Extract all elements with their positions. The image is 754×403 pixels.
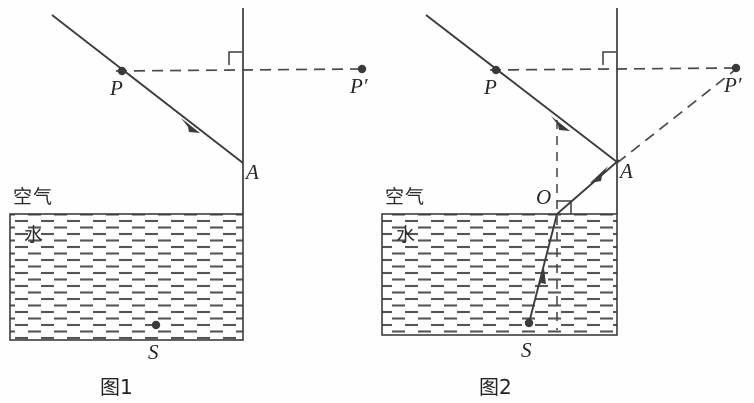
fig2-label-air: 空气 — [385, 186, 426, 208]
fig2-label-water: 水 — [396, 224, 417, 246]
fig2-point-Pprime — [731, 63, 741, 73]
fig1-ray-arrowhead — [181, 118, 200, 133]
fig2-group — [381, 8, 741, 336]
fig2-ray-OA-arrowhead — [590, 166, 608, 183]
fig1-water-box — [9, 213, 244, 341]
fig2-label-S: S — [521, 338, 532, 362]
fig2-label-O: O — [536, 185, 552, 209]
fig2-ray-SO — [528, 213, 558, 324]
fig1-label-water: 水 — [24, 224, 45, 246]
fig2-label-P: P — [484, 75, 497, 99]
fig2-dashed-P-Pprime — [489, 67, 735, 71]
fig2-ray-SO-arrowhead — [537, 268, 546, 291]
fig1-point-Pprime — [357, 64, 367, 74]
fig2-label-P-prime: P′ — [724, 73, 742, 97]
fig2-caption: 图2 — [479, 375, 512, 399]
fig2-ray-PA — [425, 14, 618, 163]
fig2-ray-OA — [556, 159, 620, 215]
fig1-group — [9, 8, 367, 341]
fig1-point-S — [151, 320, 161, 330]
fig1-label-P: P — [110, 76, 123, 100]
fig2-dashed-A-Pprime — [616, 69, 736, 164]
fig2-point-P — [491, 65, 501, 75]
fig1-ray-PA — [51, 14, 244, 164]
fig1-right-angle-mark — [228, 51, 242, 65]
fig2-right-angle-mark-top — [602, 51, 616, 65]
fig2-point-S — [524, 318, 534, 328]
fig2-water-fill-offset — [382, 214, 617, 335]
fig1-point-P — [117, 66, 127, 76]
fig2-label-A: A — [620, 159, 633, 183]
fig1-label-A: A — [246, 160, 259, 184]
fig1-label-S: S — [148, 340, 159, 364]
fig1-water-fill-offset — [10, 214, 243, 340]
fig2-ray-PA-arrowhead — [551, 116, 570, 131]
fig1-label-air: 空气 — [13, 186, 54, 208]
fig2-water-box — [381, 213, 618, 336]
fig1-caption: 图1 — [100, 375, 133, 399]
fig1-label-P-prime: P′ — [350, 74, 368, 98]
fig1-dashed-P-Pprime — [115, 68, 361, 72]
